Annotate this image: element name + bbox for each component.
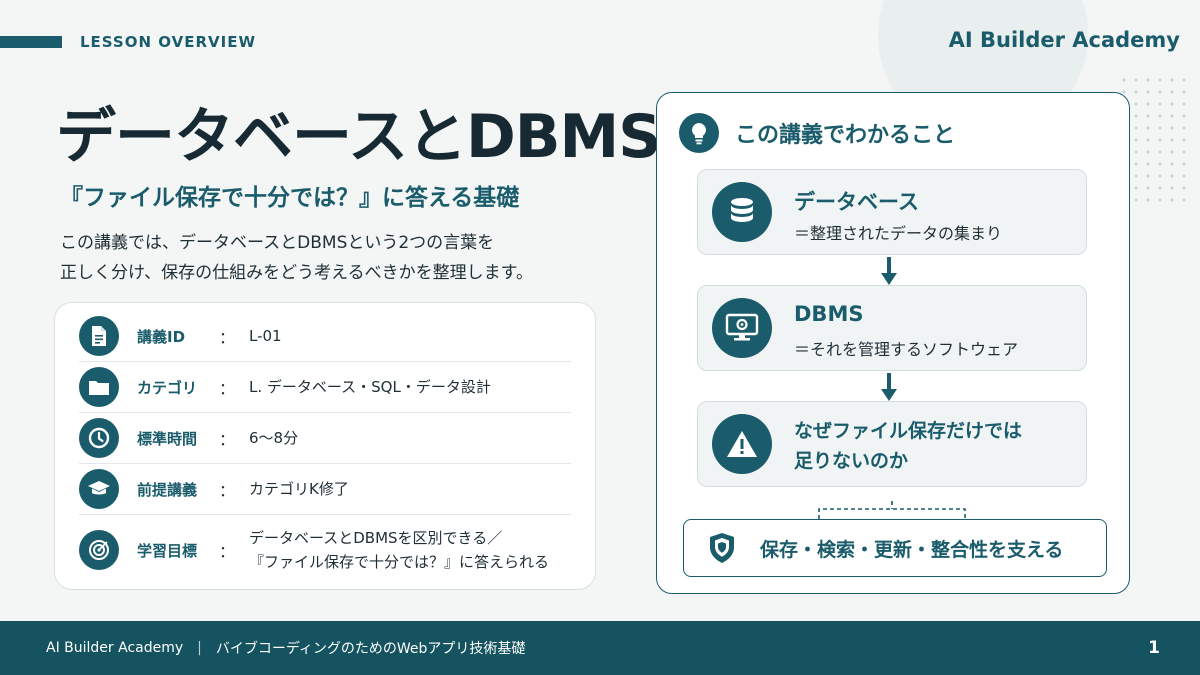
info-row-category: カテゴリ ： L. データベース・SQL・データ設計 — [79, 362, 571, 413]
step-title-line: なぜファイル保存だけでは — [794, 420, 1023, 442]
description-line: この講義では、データベースとDBMSという2つの言葉を — [60, 233, 495, 253]
info-label: カテゴリ — [137, 378, 198, 397]
footer-separator: | — [197, 640, 202, 656]
info-row-duration: 標準時間 ： 6〜8分 — [79, 413, 571, 464]
info-label: 標準時間 — [137, 429, 198, 448]
info-value-line: データベースとDBMSを区別できる／ — [249, 529, 503, 547]
graduation-cap-icon — [79, 469, 119, 509]
info-row-learning-goal: 学習目標 ： データベースとDBMSを区別できる／ 『ファイル保存で十分では？』… — [79, 515, 571, 585]
warning-icon — [712, 414, 772, 474]
step-title: なぜファイル保存だけでは 足りないのか — [794, 416, 1022, 476]
info-value-line: L-01 — [249, 327, 282, 345]
page-title: データベースとDBMS — [56, 102, 661, 172]
info-row-lesson-id: 講義ID ： L-01 — [79, 311, 571, 362]
lesson-info-card: 講義ID ： L-01 カテゴリ ： L. データベース・SQL・データ設計 標… — [54, 302, 596, 590]
info-label: 講義ID — [137, 327, 186, 346]
info-row-prerequisite: 前提講義 ： カテゴリK修了 — [79, 464, 571, 515]
step-database: データベース ＝整理されたデータの集まり — [697, 169, 1087, 255]
footer-course-title: バイブコーディングのためのWebアプリ技術基礎 — [215, 641, 526, 657]
info-colon: ： — [219, 328, 236, 347]
support-label: 保存・検索・更新・整合性を支える — [760, 538, 1064, 561]
info-label: 学習目標 — [137, 541, 198, 560]
step-title: データベース — [794, 190, 919, 214]
panel-header: この講義でわかること — [679, 113, 955, 153]
step-title-line: 足りないのか — [794, 450, 909, 472]
accent-bar — [0, 36, 62, 48]
info-value-line: カテゴリK修了 — [249, 480, 349, 498]
learning-points-panel: この講義でわかること データベース ＝整理されたデータの集まり DBMS ＝それ… — [656, 92, 1130, 594]
page-subtitle: 『ファイル保存で十分では？』に答える基礎 — [60, 185, 520, 211]
footer-brand: AI Builder Academy — [46, 640, 184, 656]
database-icon — [712, 182, 772, 242]
info-value-line: 6〜8分 — [249, 429, 299, 447]
info-value-line: L. データベース・SQL・データ設計 — [249, 378, 491, 396]
info-colon: ： — [219, 379, 236, 398]
lightbulb-icon — [679, 113, 719, 153]
brand-logo-text: AI Builder Academy — [948, 28, 1180, 52]
info-value: L. データベース・SQL・データ設計 — [249, 375, 491, 399]
decorative-dots — [1118, 74, 1190, 204]
info-label: 前提講義 — [137, 480, 198, 499]
step-subtitle: ＝それを管理するソフトウェア — [794, 340, 1019, 359]
step-dbms: DBMS ＝それを管理するソフトウェア — [697, 285, 1087, 371]
info-colon: ： — [219, 542, 236, 561]
info-value-line: 『ファイル保存で十分では？』に答えられる — [249, 553, 550, 571]
monitor-gear-icon — [712, 298, 772, 358]
panel-title: この講義でわかること — [735, 123, 956, 148]
step-subtitle: ＝整理されたデータの集まり — [794, 224, 1003, 243]
description-line: 正しく分け、保存の仕組みをどう考えるべきかを整理します。 — [60, 263, 533, 283]
support-summary: 保存・検索・更新・整合性を支える — [683, 519, 1107, 577]
footer-bar: AI Builder Academy | バイブコーディングのためのWebアプリ… — [0, 621, 1200, 675]
bracket-connector — [818, 501, 966, 519]
info-value: 6〜8分 — [249, 426, 298, 450]
info-colon: ： — [219, 430, 236, 449]
info-value: データベースとDBMSを区別できる／ 『ファイル保存で十分では？』に答えられる — [249, 526, 549, 574]
info-colon: ： — [219, 481, 236, 500]
folder-icon — [79, 367, 119, 407]
page-number: 1 — [1148, 638, 1160, 658]
shield-icon — [704, 530, 740, 566]
arrow-down-icon — [881, 373, 897, 401]
target-icon — [79, 530, 119, 570]
info-value: カテゴリK修了 — [249, 477, 349, 501]
document-icon — [79, 316, 119, 356]
arrow-down-icon — [881, 257, 897, 285]
info-value: L-01 — [249, 324, 282, 348]
lesson-description: この講義では、データベースとDBMSという2つの言葉を 正しく分け、保存の仕組み… — [60, 228, 620, 288]
eyebrow-label: LESSON OVERVIEW — [80, 33, 257, 51]
clock-icon — [79, 418, 119, 458]
step-title: DBMS — [794, 302, 864, 326]
step-why-not-files: なぜファイル保存だけでは 足りないのか — [697, 401, 1087, 487]
